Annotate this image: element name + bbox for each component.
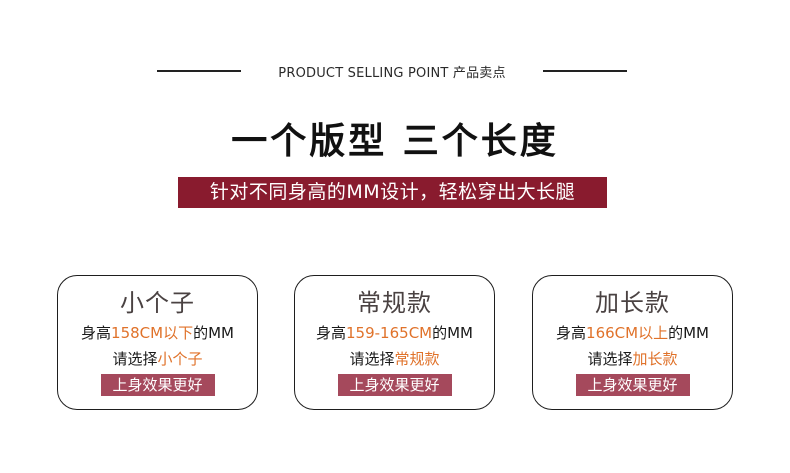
card-title: 小个子 <box>120 289 195 317</box>
choose-prefix: 请选择 <box>112 350 158 368</box>
section-header-label: PRODUCT SELLING POINT 产品卖点 <box>278 66 506 81</box>
height-prefix: 身高 <box>81 324 112 342</box>
height-suffix: 的MM <box>193 324 234 342</box>
card-recommendation: 请选择加长款 <box>533 348 732 369</box>
height-value: 158CM以下 <box>111 324 194 342</box>
card-badge: 上身效果更好 <box>100 374 215 396</box>
choose-value: 常规款 <box>394 350 440 368</box>
header-divider-right <box>543 70 627 72</box>
main-title: 一个版型 三个长度 <box>231 121 559 162</box>
card-height-range: 身高166CM以上的MM <box>533 322 732 343</box>
header-divider-left <box>157 70 241 72</box>
size-card-long: 加长款 身高166CM以上的MM 请选择加长款 上身效果更好 <box>532 275 733 410</box>
choose-value: 小个子 <box>157 350 203 368</box>
card-recommendation: 请选择常规款 <box>295 348 494 369</box>
height-value: 166CM以上 <box>586 324 669 342</box>
card-title: 常规款 <box>357 289 432 317</box>
height-prefix: 身高 <box>316 324 347 342</box>
choose-value: 加长款 <box>632 350 678 368</box>
card-height-range: 身高159-165CM的MM <box>295 322 494 343</box>
height-suffix: 的MM <box>668 324 709 342</box>
choose-prefix: 请选择 <box>587 350 633 368</box>
height-value: 159-165CM <box>346 324 433 342</box>
height-prefix: 身高 <box>556 324 587 342</box>
height-suffix: 的MM <box>432 324 473 342</box>
subtitle-banner: 针对不同身高的MM设计，轻松穿出大长腿 <box>178 177 607 208</box>
card-badge: 上身效果更好 <box>337 374 452 396</box>
card-recommendation: 请选择小个子 <box>58 348 257 369</box>
size-card-regular: 常规款 身高159-165CM的MM 请选择常规款 上身效果更好 <box>294 275 495 410</box>
card-title: 加长款 <box>595 289 670 317</box>
choose-prefix: 请选择 <box>349 350 395 368</box>
card-badge: 上身效果更好 <box>575 374 690 396</box>
card-height-range: 身高158CM以下的MM <box>58 322 257 343</box>
size-card-petite: 小个子 身高158CM以下的MM 请选择小个子 上身效果更好 <box>57 275 258 410</box>
